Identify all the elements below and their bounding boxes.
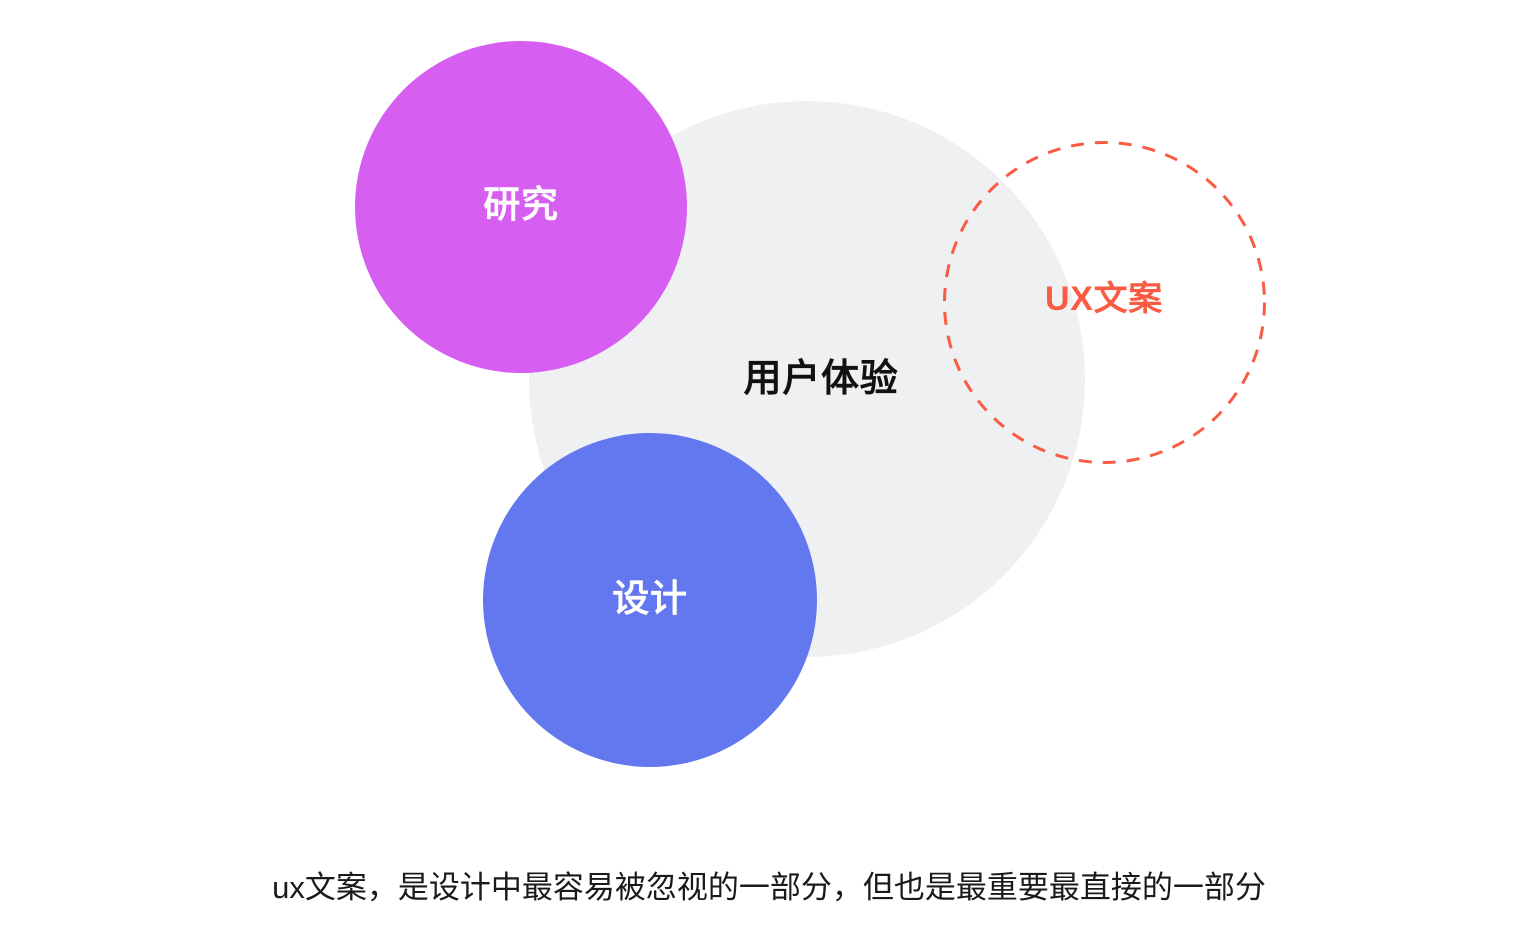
- circle-research: 研究: [355, 41, 687, 373]
- dashed-circle-outline: [942, 140, 1266, 464]
- circle-research-label: 研究: [483, 183, 559, 225]
- circle-user-experience-label: 用户体验: [743, 358, 899, 400]
- caption-text: ux文案，是设计中最容易被忽视的一部分，但也是最重要最直接的一部分: [272, 870, 1266, 905]
- circle-ux-copy-label: UX文案: [1045, 280, 1163, 318]
- venn-diagram: 用户体验 研究 设计 UX文案: [355, 41, 1266, 767]
- circle-design-label: 设计: [612, 577, 688, 619]
- circle-design: 设计: [483, 433, 817, 767]
- circle-ux-copy: UX文案: [942, 140, 1266, 464]
